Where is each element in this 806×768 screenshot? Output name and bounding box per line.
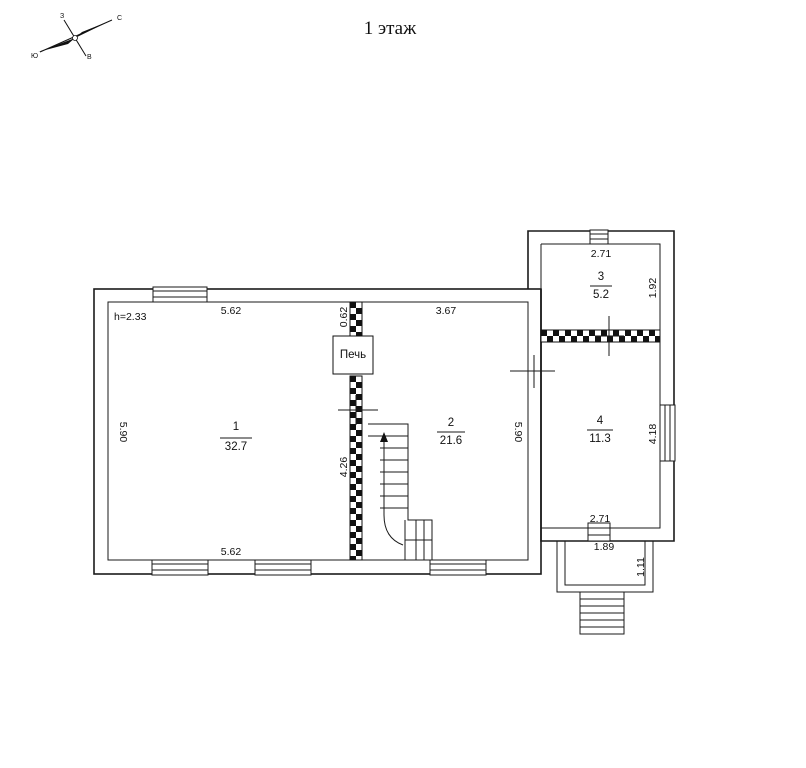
dim-room4-bottom: 2.71: [590, 513, 611, 525]
window-room1-bottom-left: [151, 559, 209, 576]
room-area: 21.6: [440, 435, 462, 447]
window-room2-bottom: [429, 559, 487, 576]
window-room1-bottom-right: [254, 559, 312, 576]
stove: Печь: [332, 335, 374, 375]
room-4-label: 4 11.3: [587, 415, 613, 445]
compass-east-label: В: [87, 54, 92, 61]
window-room3-top: [589, 229, 609, 245]
window-room4-right: [659, 404, 676, 462]
dim-partition-long: 4.26: [338, 457, 350, 478]
dim-room1-bottom: 5.62: [221, 546, 242, 558]
partition-room3-room4: [540, 316, 661, 356]
door-room2-room4: [510, 355, 555, 388]
stove-label: Печь: [340, 349, 366, 361]
room-3-label: 3 5.2: [590, 271, 612, 301]
room-number: 3: [598, 271, 604, 283]
dim-room2-top: 3.67: [436, 305, 457, 317]
dim-room2-right: 5.90: [512, 422, 524, 443]
dim-room3-right: 1.92: [647, 278, 659, 299]
door-room4-bottom: [587, 522, 611, 542]
room-area: 11.3: [589, 433, 611, 445]
compass-west-label: З: [60, 13, 64, 20]
room-number: 2: [448, 417, 454, 429]
dim-room4-right: 4.18: [647, 424, 659, 445]
dim-room1-top: 5.62: [221, 305, 242, 317]
staircase: [368, 423, 433, 561]
room-2-label: 2 21.6: [437, 417, 465, 447]
room-area: 5.2: [593, 289, 609, 301]
compass-icon: С Ю В З: [31, 13, 122, 61]
dim-room3-top: 2.71: [591, 248, 612, 260]
window-room1-top: [152, 286, 208, 303]
porch: [556, 540, 654, 635]
room-number: 1: [233, 421, 239, 433]
dim-porch-depth: 1.11: [635, 557, 647, 577]
main-house-walls: [93, 288, 542, 575]
dim-room1-left: 5.90: [117, 422, 129, 443]
floor-title: 1 этаж: [364, 18, 417, 39]
room-number: 4: [597, 415, 604, 427]
dim-partition-short: 0.62: [338, 307, 350, 328]
ceiling-height-label: h=2.33: [114, 311, 147, 323]
dim-porch-width: 1.89: [594, 541, 615, 553]
room-1-label: 1 32.7: [220, 421, 252, 453]
compass-south-label: Ю: [31, 53, 38, 60]
partition-room1-room2: [338, 301, 378, 561]
room-area: 32.7: [225, 441, 247, 453]
compass-north-label: С: [117, 15, 122, 22]
